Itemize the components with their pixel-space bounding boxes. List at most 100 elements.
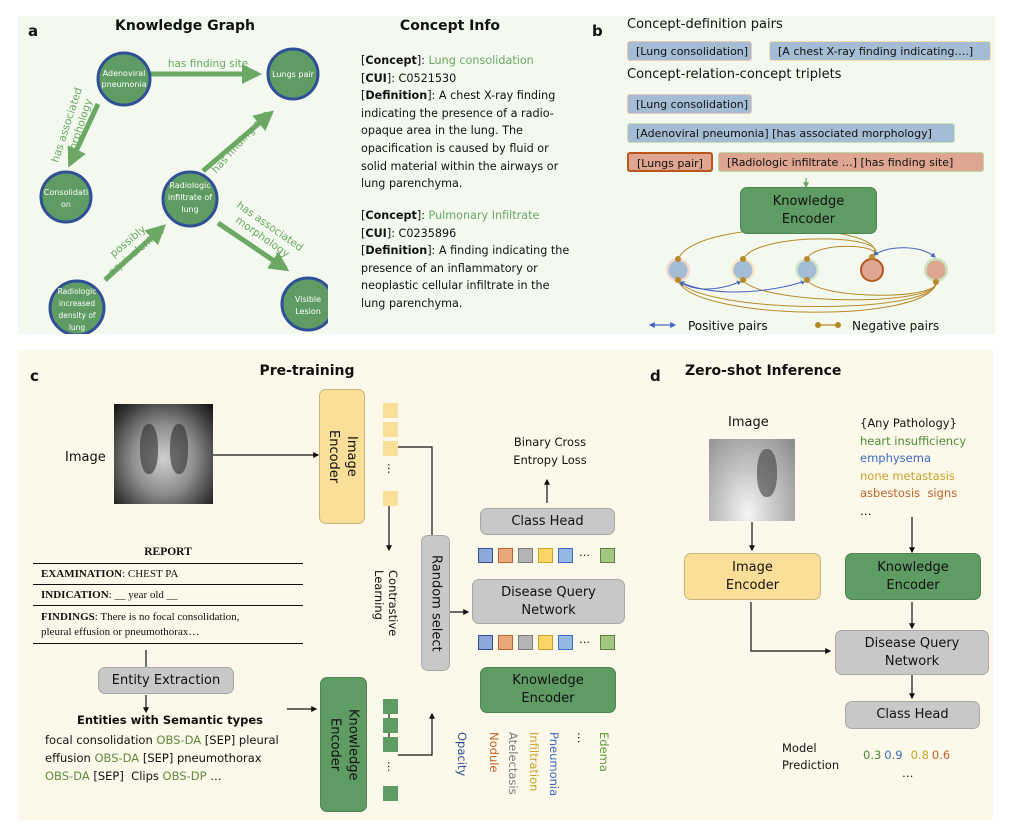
definition-key: Definition [365, 89, 428, 103]
triplets-heading: Concept-relation-concept triplets [627, 67, 842, 82]
negative-pair-curve [742, 279, 937, 301]
node-lungs-pair: Lungs pair [266, 47, 320, 101]
node-radiologic-infiltrate: Radiologic infiltrate of lung [161, 170, 219, 228]
positive-pair-arrow [679, 280, 806, 293]
negative-pair-curve [742, 238, 876, 260]
positive-pair-arrow [679, 280, 742, 290]
disease-query-token [538, 548, 553, 563]
svg-text:density of: density of [58, 311, 95, 320]
negative-pair-curve [806, 245, 876, 260]
pathology-item: … [860, 503, 872, 518]
edge-density-infil [103, 224, 166, 282]
negative-pair-curve [806, 279, 937, 296]
negative-pair-dots [675, 254, 939, 285]
image-embedding [383, 441, 398, 456]
svg-text:lung: lung [181, 205, 198, 214]
concept-value: Pulmonary Infiltrate [428, 209, 540, 222]
svg-text:Radiologic: Radiologic [169, 181, 210, 190]
entity-extraction-box: Entity Extraction [98, 667, 234, 694]
concept-entry-1: [Concept]: Lung consolidation [CUI]: C05… [361, 54, 559, 191]
chest-xray-image-c [114, 404, 213, 504]
disease-label: Infiltration [527, 732, 541, 792]
knowledge-embedding [383, 718, 398, 733]
semantic-type: OBS-DP [162, 769, 207, 783]
concept-key: Concept [365, 209, 417, 222]
disease-label: … [575, 732, 589, 744]
node-consolidation: Consolidati on [39, 170, 93, 224]
image-embedding [383, 491, 398, 506]
knowledge-embedding [383, 786, 398, 801]
embedding-node [731, 258, 755, 282]
embedding-node [860, 258, 884, 282]
definition-value: A finding indicating the presence of an … [361, 244, 570, 310]
prediction-value: 0.9 [884, 748, 903, 762]
embedding-node [924, 258, 948, 282]
pair-chip-definition: [A chest X-ray finding indicating….] [769, 41, 991, 61]
node-radiologic-density: Radiologic increased density of lung [48, 279, 106, 334]
pair-chip-concept: [Lung consolidation] [627, 41, 752, 61]
panel-b-label: b [592, 22, 603, 40]
pathology-item: heart insufficiency [860, 433, 967, 448]
pathology-item: asbestosis signs [860, 486, 958, 500]
entity-line: OBS-DA [SEP] Clips OBS-DP … [45, 767, 305, 785]
prediction-value: 0.8 [910, 748, 929, 762]
svg-text:Adenoviral: Adenoviral [103, 69, 146, 78]
negative-pair-curve [677, 279, 937, 313]
random-select-box: Random select [421, 535, 450, 671]
entity-text: … [206, 769, 222, 783]
cui-value: C0521530 [398, 71, 457, 85]
disease-label: Edema [597, 732, 611, 772]
disease-query-token [498, 548, 513, 563]
svg-text:Lungs pair: Lungs pair [272, 70, 314, 79]
disease-query-token [558, 548, 573, 563]
embedding-node [795, 258, 819, 282]
chest-xray-image-d [709, 439, 795, 521]
svg-text:increased: increased [59, 299, 96, 308]
disease-query-token [478, 635, 493, 650]
definition-value: A chest X-ray finding indicating the pre… [361, 89, 559, 191]
definition-key: Definition [365, 244, 428, 258]
semantic-type: OBS-DA [94, 751, 140, 765]
report-examination: EXAMINATION: CHEST PA [33, 564, 303, 585]
cui-value: C0235896 [398, 226, 457, 240]
disease-label: Opacity [455, 732, 469, 777]
entity-text: [SEP] Clips [89, 769, 163, 783]
embedding-node [666, 258, 690, 282]
disease-query-token [518, 635, 533, 650]
entity-text: [SEP] pleural [201, 733, 279, 747]
pretraining-title: Pre-training [259, 363, 355, 379]
semantic-type: OBS-DA [156, 733, 202, 747]
disease-query-token [600, 548, 615, 563]
edge-label-infil-lungs: has finding site [209, 108, 272, 176]
svg-text:infiltrate of: infiltrate of [168, 193, 212, 202]
panel-d-label: d [650, 367, 661, 385]
zero-shot-arrows [749, 517, 915, 700]
knowledge-embedding [383, 699, 398, 714]
report-title: REPORT [33, 546, 303, 564]
prediction-value: 0.6 [931, 748, 951, 762]
any-pathology-label: {Any Pathology} [860, 416, 957, 430]
knowledge-embedding [383, 737, 398, 752]
disease-query-token [558, 635, 573, 650]
triplet-chip-infiltrate: [Radiologic infiltrate …] [has finding s… [718, 152, 984, 172]
svg-text:lung: lung [69, 323, 86, 332]
edge-label-adeno-consol: has associated morphology [49, 86, 95, 164]
disease-query-token [478, 548, 493, 563]
concept-value: Lung consolidation [428, 54, 534, 67]
pathology-item: emphysema [860, 451, 931, 465]
node-adenoviral-pneumonia: Adenoviral pneumonia [96, 51, 152, 107]
svg-text:on: on [61, 200, 71, 209]
svg-text:pneumonia: pneumonia [101, 80, 146, 89]
concept-info-title: Concept Info [399, 18, 501, 34]
report-findings: FINDINGS: There is no focal consolidatio… [33, 606, 303, 644]
entity-text: effusion [45, 751, 95, 765]
class-head-d: Class Head [845, 701, 980, 729]
